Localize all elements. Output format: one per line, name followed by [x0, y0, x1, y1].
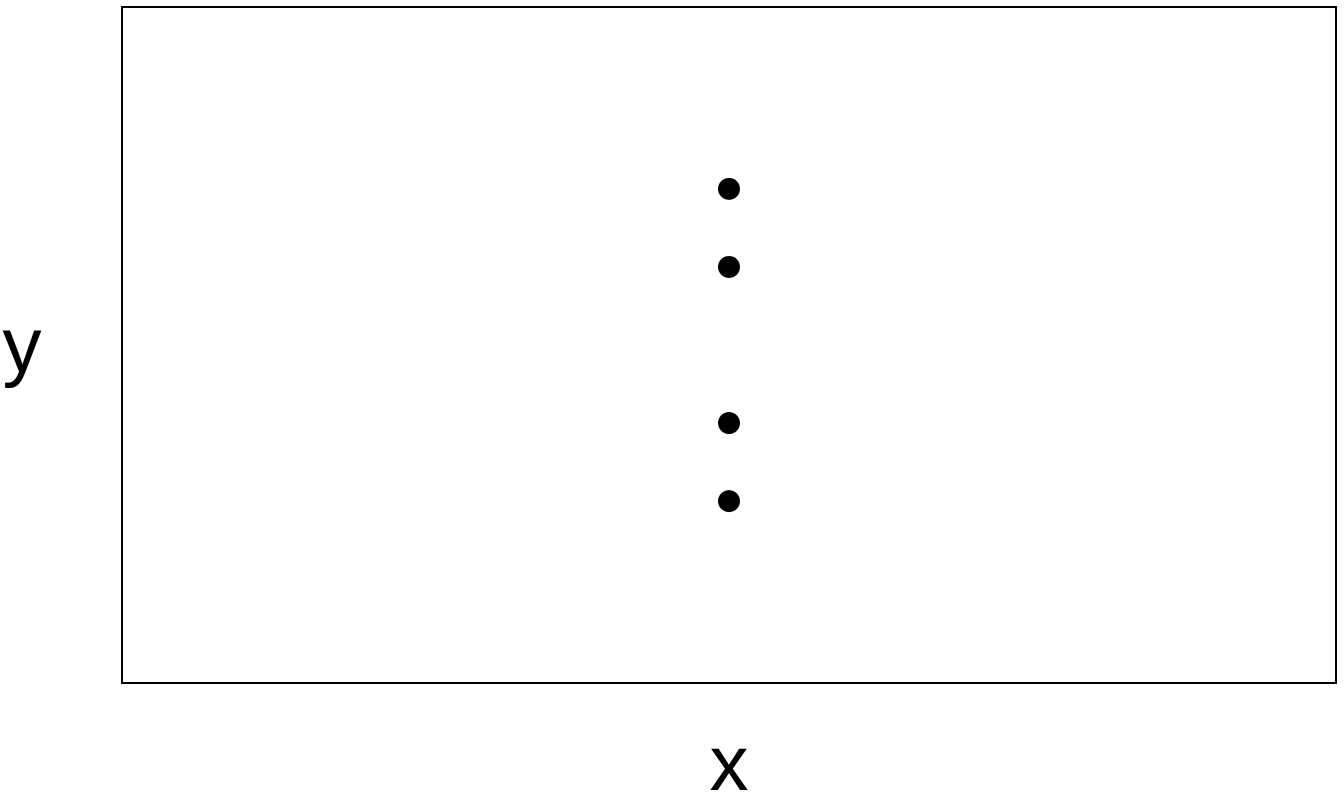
- plot-area-frame: [121, 6, 1337, 684]
- data-point-3: [718, 490, 740, 513]
- data-point-1: [718, 255, 740, 278]
- y-axis-label: y: [3, 301, 42, 389]
- data-point-0: [718, 177, 740, 200]
- x-axis-label: x: [710, 719, 749, 806]
- data-points: [718, 177, 740, 513]
- data-point-2: [718, 412, 740, 435]
